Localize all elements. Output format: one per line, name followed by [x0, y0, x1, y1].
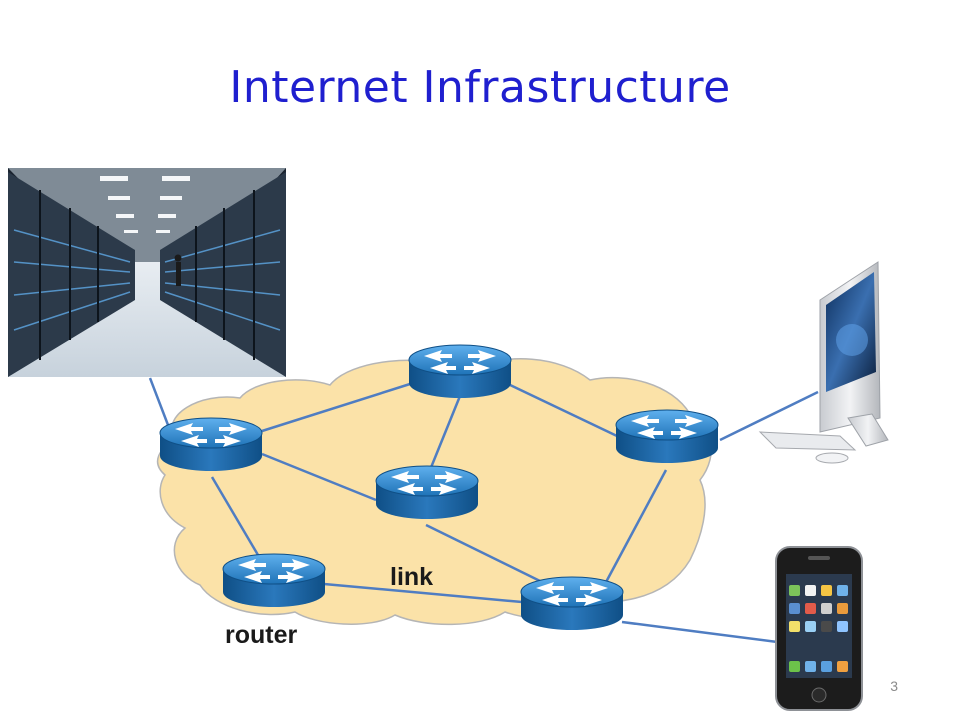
router-label: router — [225, 621, 298, 649]
link-r2-r3 — [428, 395, 462, 471]
link-datacenter — [148, 377, 170, 426]
link-r1-r2 — [261, 382, 411, 433]
link-desktop — [719, 390, 819, 442]
router-icon — [520, 576, 624, 631]
link-phone — [621, 620, 786, 645]
router-icon — [375, 465, 479, 520]
link-r2-r4 — [507, 382, 618, 438]
router-icon — [615, 409, 719, 464]
link-r1-r5 — [210, 476, 260, 556]
datacenter-photo — [8, 168, 286, 377]
link-label: link — [390, 563, 433, 591]
network-links — [148, 377, 819, 645]
page-number: 3 — [890, 678, 898, 694]
link-r5-r6 — [323, 582, 523, 604]
desktop-computer-icon — [758, 261, 889, 464]
slide-title: Internet Infrastructure — [229, 62, 731, 113]
link-r1-r3 — [261, 452, 377, 502]
router-icon — [222, 553, 326, 608]
router-icon — [159, 417, 263, 472]
link-r3-r6 — [425, 523, 541, 583]
router-icon — [408, 344, 512, 399]
link-r4-r6 — [603, 469, 668, 585]
smartphone-icon — [775, 546, 863, 711]
